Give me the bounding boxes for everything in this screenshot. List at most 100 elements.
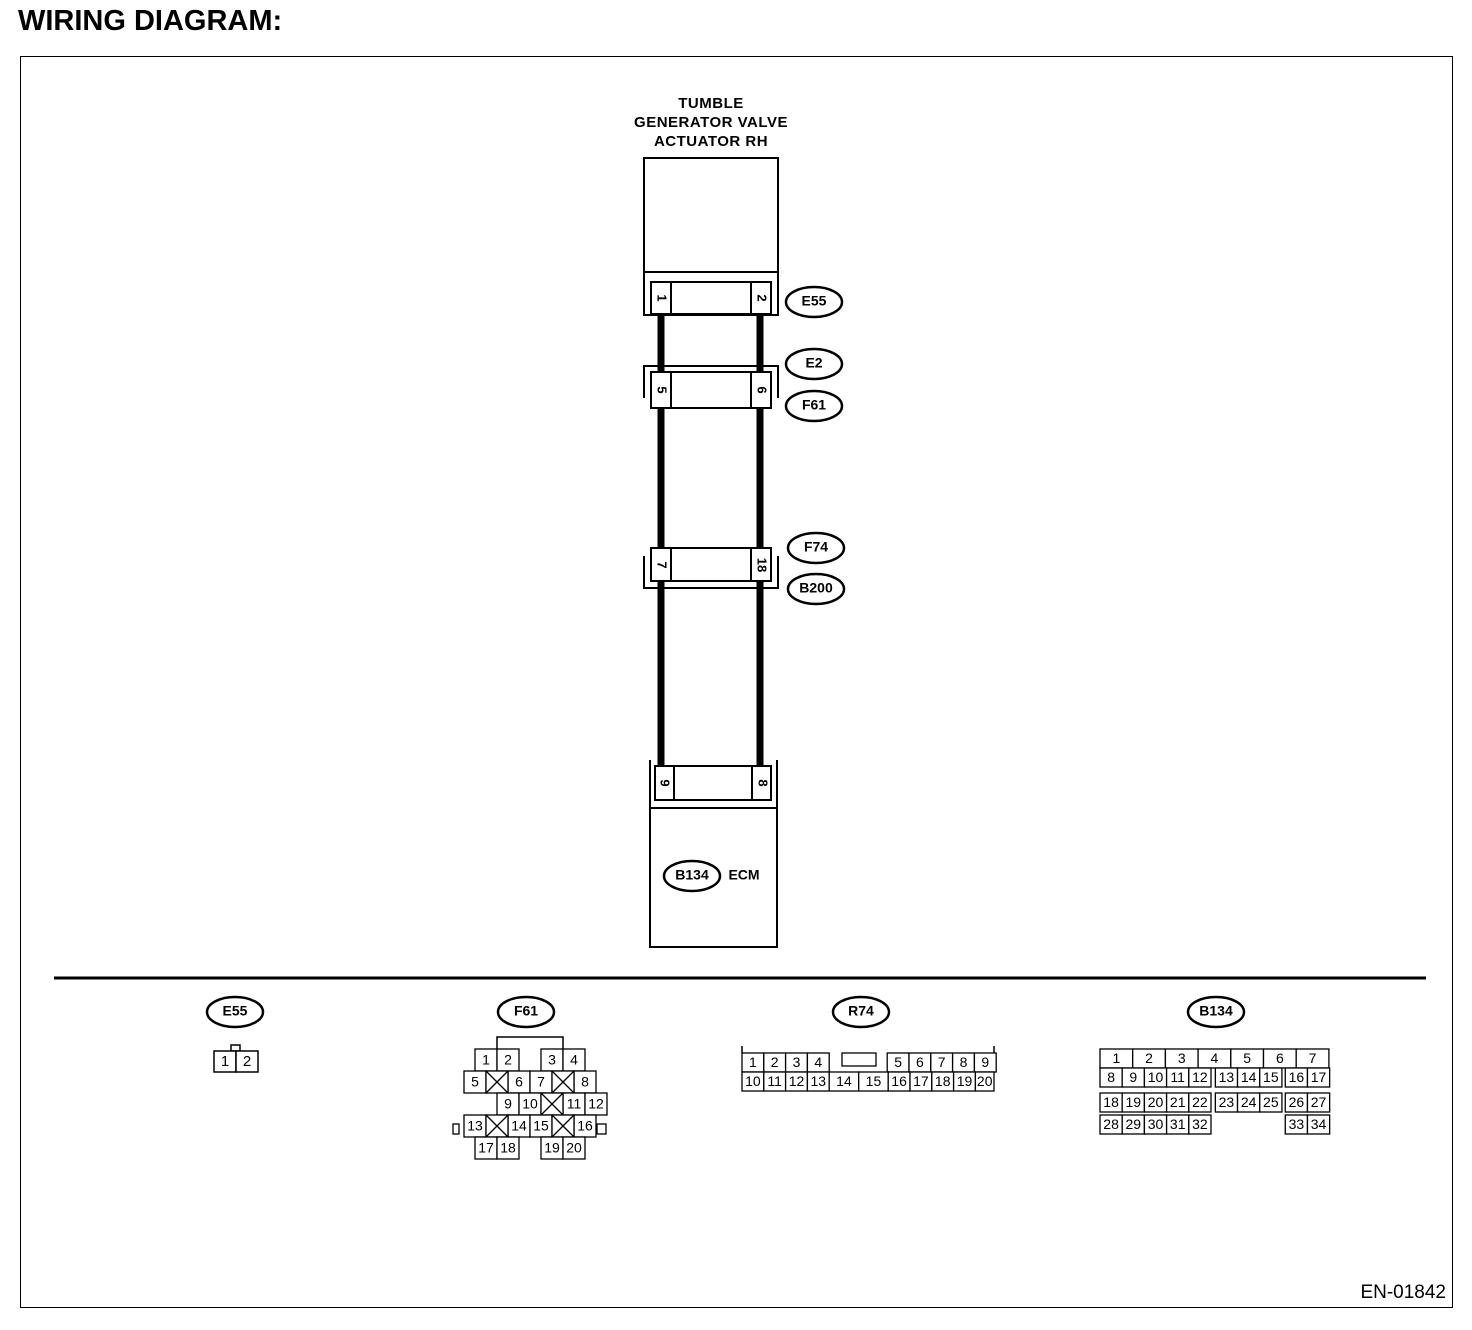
b134-pin-21: 21 [1170,1094,1186,1110]
b134-pin-17-cell [1306,1067,1331,1088]
e2-id-label: E2 [805,355,822,371]
b134-pin-12: 12 [1192,1069,1208,1085]
b134-pin-8: 8 [1107,1069,1115,1085]
b134-pin-12-cell [1188,1067,1212,1088]
b134-pin-14: 14 [1241,1069,1257,1085]
b134-pin-34: 34 [1311,1116,1327,1132]
r74-pin-1: 1 [749,1054,757,1070]
e2-f61-pin-cell-left [650,371,672,409]
pinout-f61-oval [496,995,556,1029]
f61-pin-16: 16 [577,1118,593,1134]
f61-pin-14: 14 [511,1118,527,1134]
e55-oval [784,285,844,319]
b134-pin-22: 22 [1192,1094,1208,1110]
f61-pin-10: 10 [522,1096,538,1112]
b134-pin-23: 23 [1219,1094,1235,1110]
e55-id-label: E55 [802,293,827,309]
b134-pin-13: 13 [1219,1069,1235,1085]
b134-pin-24: 24 [1241,1094,1257,1110]
f61-blocked-r3-c1-cross [485,1114,509,1138]
b134-pin-28: 28 [1103,1116,1119,1132]
ecm-component [649,760,778,948]
f61-id-label: F61 [802,397,826,413]
actuator-label-line-3: ACTUATOR RH [653,133,769,150]
f61-pin-19: 19 [544,1140,560,1156]
b134-pin-33: 33 [1289,1116,1305,1132]
r74-pin-20-cell [974,1071,995,1092]
f61-pin-1: 1 [482,1052,490,1068]
f61-pin-4: 4 [570,1052,578,1068]
b134-pin-16: 16 [1289,1069,1305,1085]
f61-pin-6: 6 [515,1074,523,1090]
b134-pin-1: 1 [1112,1050,1120,1066]
b134-pin-19: 19 [1126,1094,1142,1110]
f61-pin-8: 8 [581,1074,589,1090]
f61-side-latch-right [596,1123,607,1135]
actuator-label-line-2: GENERATOR VALVE [634,114,788,131]
e2-f61-pin-cell-right [750,371,772,409]
e55-pin-left: 1 [655,294,670,301]
r74-key [841,1052,877,1067]
r74-pin-10: 10 [745,1073,761,1089]
f74-b200-pin-cell-right [750,547,772,582]
pinout-b134-oval [1186,995,1246,1029]
f61-side-latch-left [452,1123,460,1135]
f61-pin-15: 15 [533,1118,549,1134]
b134-connector-shell [649,760,778,808]
b134-pin-2: 2 [1145,1050,1153,1066]
f61-pin-2: 2 [504,1052,512,1068]
f61-pin-13: 13 [467,1118,483,1134]
f61-pin-18-cell [496,1136,520,1160]
e2-f61-pin-right: 6 [755,386,770,393]
f61-pin-20-cell [562,1136,586,1160]
actuator-label: TUMBLE GENERATOR VALVE ACTUATOR RH [600,94,822,151]
b134-pin-11: 11 [1170,1069,1185,1085]
b134-pin-18: 18 [1103,1094,1119,1110]
e55-pinout-latch [230,1044,241,1052]
b134-pin-17: 17 [1311,1069,1327,1085]
f61-blocked-r1-c4-cross [551,1070,575,1094]
pinout-b134-id: B134 [1199,1003,1233,1019]
r74-pin-2: 2 [771,1054,779,1070]
f61-pin-5: 5 [471,1074,479,1090]
r74-pin-8: 8 [960,1054,968,1070]
f74-b200-connector [643,547,779,589]
e55-pinout-cell-2 [235,1050,259,1073]
document-number: EN-01842 [1360,1282,1446,1303]
diagram-frame [20,56,1453,1308]
b134-pin-27-cell [1306,1092,1331,1113]
ecm-label: ECM [728,867,759,883]
e55-pin-right: 2 [755,294,770,301]
f74-b200-pin-right: 18 [755,558,770,572]
b134-pin-30: 30 [1148,1116,1164,1132]
f61-blocked-r2-c3-cross [540,1092,564,1116]
r74-pin-12: 12 [789,1073,805,1089]
f61-pin-9: 9 [504,1096,512,1112]
f61-blocked-r1-c1-cross [485,1070,509,1094]
pinout-ovals [205,995,1246,1029]
pinout-r74-id: R74 [848,1003,874,1019]
f61-pin-3: 3 [548,1052,556,1068]
r74-pin-9: 9 [981,1054,989,1070]
f61-pinout-latch [496,1036,564,1049]
r74-pin-17: 17 [913,1073,929,1089]
e55-pinout [213,1044,259,1073]
b134-pin-10: 10 [1148,1069,1164,1085]
pinout-e55-id: E55 [223,1003,248,1019]
b134-pin-9: 9 [1129,1069,1137,1085]
f74-oval [786,531,846,565]
f74-b200-pin-left: 7 [655,561,670,568]
b200-id-label: B200 [799,580,833,596]
b134-pin-32: 32 [1192,1116,1208,1132]
connector-id-ovals [662,285,846,893]
f61-pin-20: 20 [566,1140,582,1156]
b134-pin-5: 5 [1243,1050,1251,1066]
b134-pin-25: 25 [1263,1094,1279,1110]
r74-pin-11: 11 [767,1073,782,1089]
e2-oval [784,347,844,381]
